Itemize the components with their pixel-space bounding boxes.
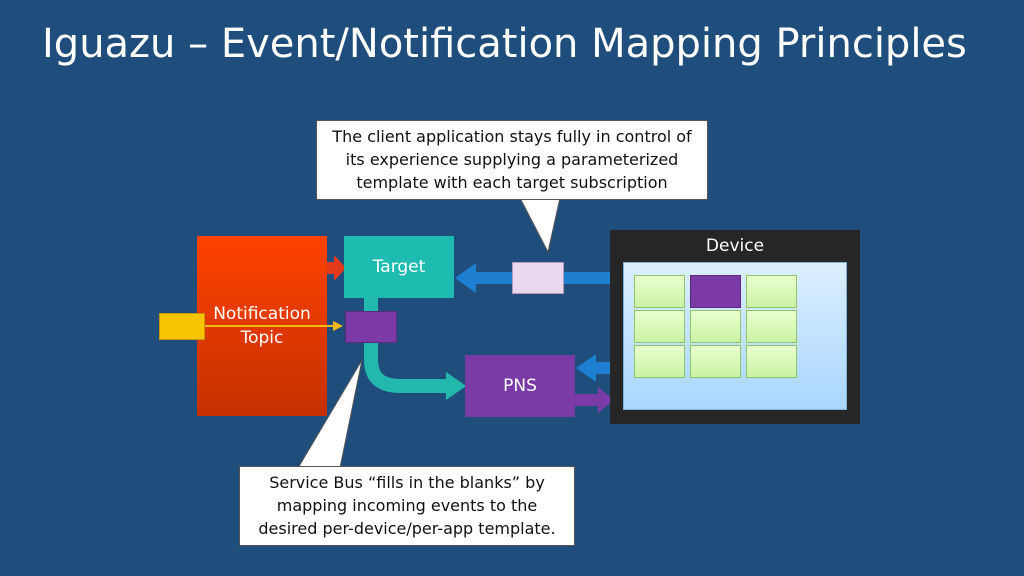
app-tile [690, 345, 741, 378]
app-tile [634, 345, 685, 378]
app-tile [634, 310, 685, 343]
pns-box: PNS [465, 355, 575, 417]
app-tile [746, 275, 797, 308]
device-screen [623, 262, 847, 410]
app-tile [634, 275, 685, 308]
notified-app-tile [690, 275, 741, 308]
template-block [345, 311, 397, 343]
device-frame: Device [610, 230, 860, 424]
target-box: Target [344, 236, 454, 298]
pns-to-device-arrow [575, 387, 614, 413]
event-block [159, 313, 205, 340]
notification-topic-box: Notification Topic [197, 236, 327, 416]
device-label: Device [705, 236, 765, 256]
client-control-callout: The client application stays fully in co… [316, 120, 708, 200]
app-tile [746, 345, 797, 378]
slide-title: Iguazu – Event/Notification Mapping Prin… [42, 21, 967, 67]
top-callout-pointer [519, 197, 561, 254]
template-to-pns-arrow [364, 297, 448, 393]
service-bus-callout: Service Bus “fills in the blanks” by map… [239, 466, 575, 546]
device-to-pns-arrow [576, 354, 624, 382]
template-to-pns-arrowhead [446, 372, 466, 400]
app-tile [690, 310, 741, 343]
subscription-template-block [512, 262, 564, 294]
app-tile [746, 310, 797, 343]
topic-to-target-arrow [325, 255, 346, 281]
